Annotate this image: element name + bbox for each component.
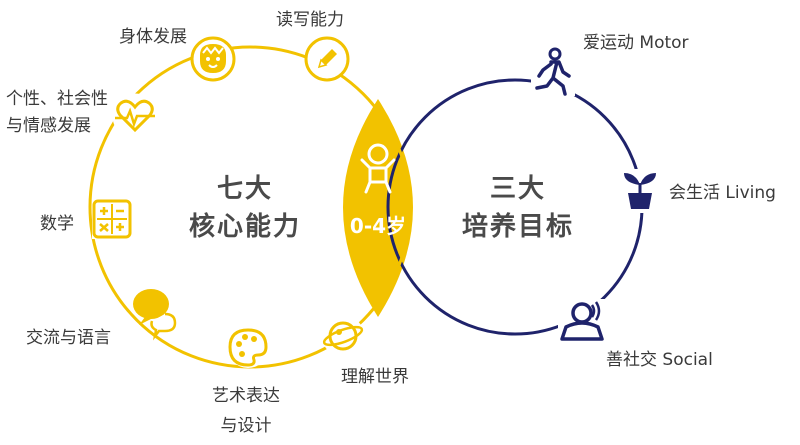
speech-bubbles-icon — [133, 289, 177, 341]
label-arts: 艺术表达 与设计 — [196, 385, 296, 437]
left-title-line2: 核心能力 — [188, 212, 301, 242]
baby-face-icon — [190, 36, 236, 82]
label-social: 善社交 Social — [606, 350, 713, 370]
social-person-icon — [558, 299, 606, 343]
potted-plant-icon — [620, 169, 660, 213]
label-motor: 爱运动 Motor — [583, 33, 689, 53]
pencil-icon — [304, 36, 350, 82]
label-math: 数学 — [40, 214, 74, 234]
label-communication: 交流与语言 — [26, 328, 111, 348]
palette-icon — [227, 326, 269, 368]
child-icon — [360, 143, 396, 194]
label-personality-line1: 个性、社会性 — [6, 89, 108, 109]
label-literacy: 读写能力 — [276, 10, 344, 30]
calculator-icon — [92, 199, 132, 239]
heartbeat-icon — [112, 93, 158, 139]
left-title-line1: 七大 — [216, 174, 273, 204]
label-arts-line1: 艺术表达 — [212, 386, 280, 406]
label-personality: 个性、社会性 与情感发展 — [6, 88, 108, 137]
right-title-line2: 培养目标 — [461, 212, 574, 242]
intersection-lens — [343, 99, 413, 317]
left-title: 七大 核心能力 — [175, 170, 315, 246]
label-physical: 身体发展 — [119, 27, 187, 47]
label-arts-line2: 与设计 — [220, 416, 272, 436]
walking-person-icon — [531, 47, 575, 96]
label-world: 理解世界 — [341, 367, 409, 387]
right-title: 三大 培养目标 — [448, 170, 588, 246]
label-living: 会生活 Living — [669, 183, 776, 203]
right-title-line1: 三大 — [489, 174, 546, 204]
planet-icon — [322, 315, 364, 357]
label-personality-line2: 与情感发展 — [6, 116, 91, 136]
age-label: 0-4岁 — [349, 214, 407, 238]
